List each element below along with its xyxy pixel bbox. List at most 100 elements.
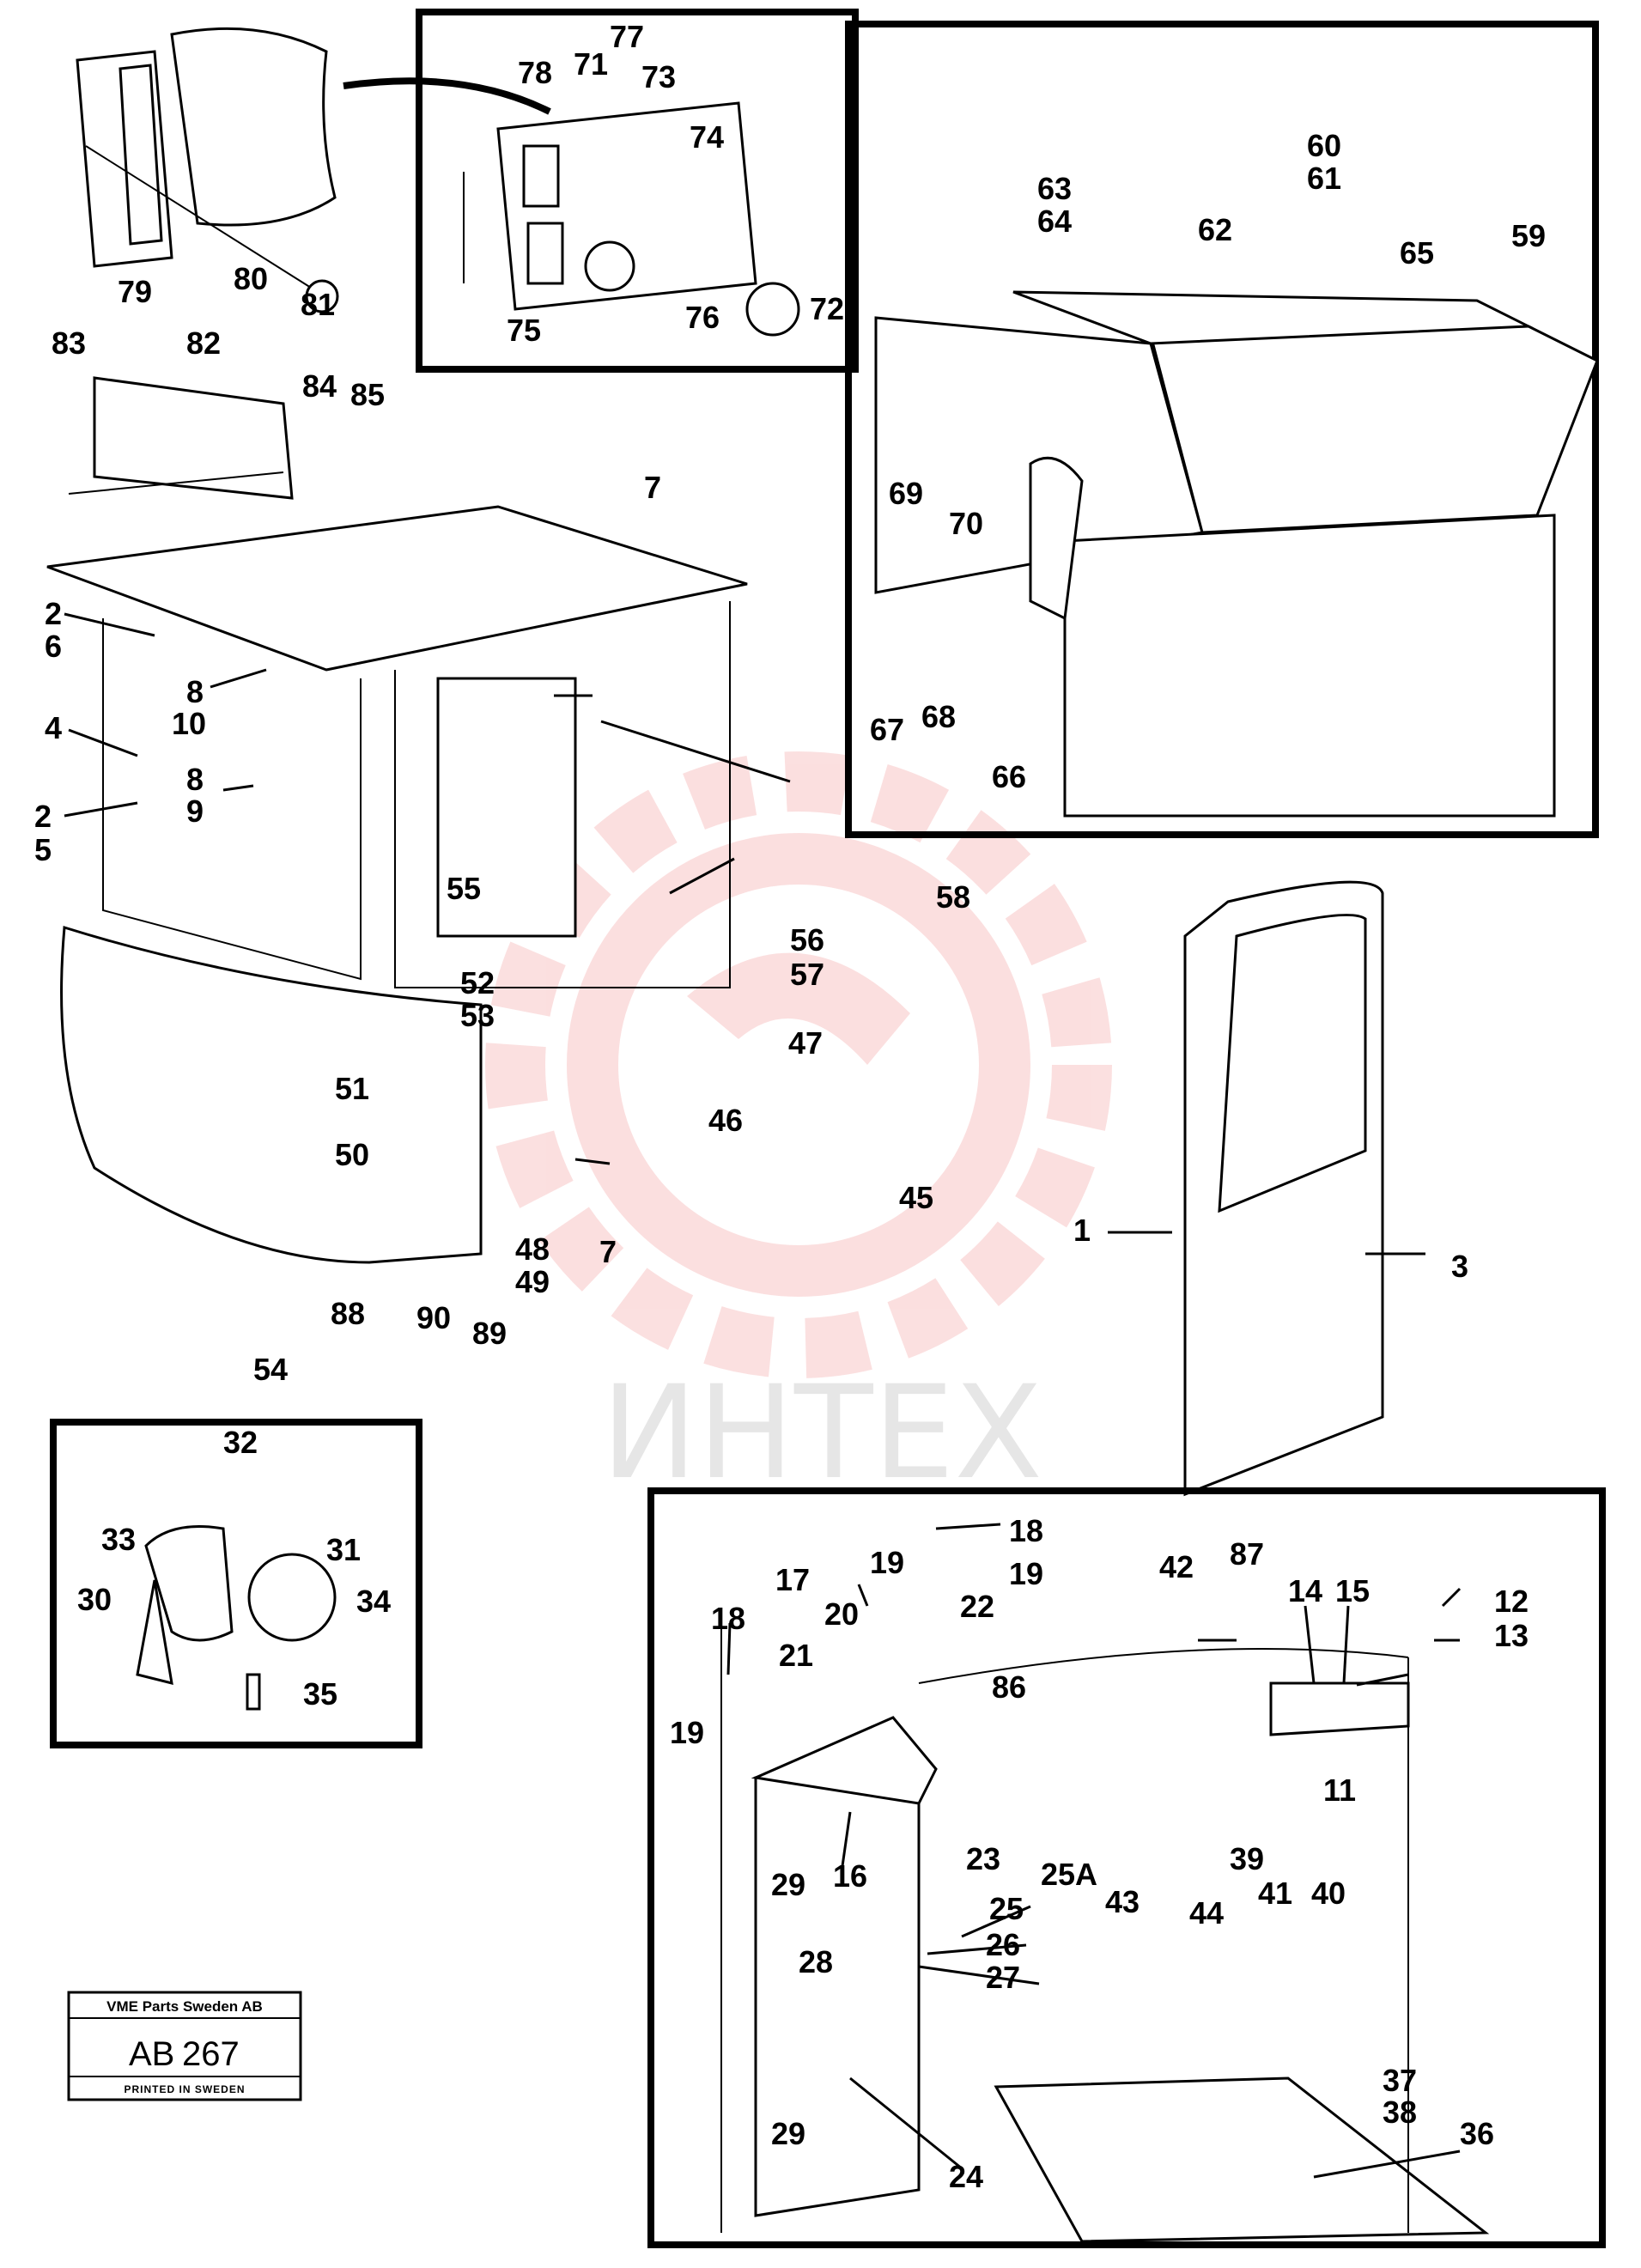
callout-22: 22	[960, 1589, 994, 1624]
callout-39: 39	[1230, 1841, 1264, 1876]
battery-housing	[874, 290, 1599, 818]
detail-box-bracket	[416, 9, 859, 373]
callout-35: 35	[303, 1676, 337, 1712]
callout-28: 28	[799, 1944, 833, 1979]
callout-57: 57	[790, 957, 824, 992]
interior-panels	[720, 1614, 1490, 2243]
callout-41: 41	[1258, 1876, 1292, 1911]
callout-70: 70	[949, 506, 983, 541]
callout-5: 5	[34, 832, 52, 867]
callout-31: 31	[326, 1532, 361, 1567]
callout-83: 83	[52, 325, 86, 361]
id-plate: VME Parts Sweden AB AB 267 PRINTED IN SW…	[67, 1991, 302, 2101]
callout-25: 25	[989, 1891, 1024, 1926]
detail-door-post	[76, 27, 551, 313]
callout-90: 90	[416, 1300, 451, 1335]
latch-assembly	[136, 1525, 337, 1711]
callout-73: 73	[641, 59, 676, 94]
callout-32: 32	[223, 1425, 258, 1460]
callout-18b: 18	[711, 1601, 745, 1636]
callout-labels: 1 2 6 3 4 2 5 7 7 8 10 8 9 11 12 13 14 1…	[34, 19, 1546, 2194]
callout-71: 71	[574, 46, 608, 82]
plate-company-name: VME Parts Sweden AB	[106, 1998, 263, 2015]
callout-13: 13	[1494, 1618, 1529, 1653]
callout-33: 33	[101, 1522, 136, 1557]
callout-36: 36	[1460, 2116, 1494, 2151]
callout-15: 15	[1335, 1573, 1370, 1608]
plate-footer: PRINTED IN SWEDEN	[124, 2083, 245, 2095]
callout-27: 27	[986, 1960, 1020, 1995]
plate-code-number: 267	[182, 2035, 240, 2073]
callout-68: 68	[921, 699, 956, 734]
callout-12: 12	[1494, 1584, 1529, 1619]
callout-74: 74	[690, 119, 724, 155]
callout-16: 16	[833, 1858, 867, 1894]
callout-65: 65	[1400, 235, 1434, 271]
callout-19a: 19	[870, 1545, 904, 1580]
callout-51: 51	[335, 1071, 369, 1106]
watermark-ring	[567, 833, 1030, 1297]
bracket-plate	[463, 101, 800, 337]
callout-20: 20	[824, 1596, 859, 1632]
watermark-arc	[687, 952, 910, 1065]
callout-47: 47	[788, 1025, 823, 1061]
callout-23: 23	[966, 1841, 1000, 1876]
callout-48: 48	[515, 1231, 550, 1267]
detail-box-latch	[50, 1419, 422, 1748]
callout-8b: 8	[186, 762, 204, 797]
callout-3: 3	[1451, 1249, 1468, 1284]
callout-79: 79	[118, 274, 152, 309]
detail-box-battery	[845, 21, 1599, 838]
callout-25a: 25A	[1041, 1857, 1097, 1892]
callout-9: 9	[186, 793, 204, 829]
callout-59: 59	[1511, 218, 1546, 253]
callout-88: 88	[331, 1296, 365, 1331]
cab-body	[46, 505, 748, 1264]
callout-81: 81	[301, 287, 335, 322]
callout-1: 1	[1073, 1213, 1091, 1248]
callout-84: 84	[302, 368, 337, 404]
callout-34: 34	[356, 1584, 391, 1619]
callout-82: 82	[186, 325, 221, 361]
callout-8a: 8	[186, 674, 204, 709]
callout-50: 50	[335, 1137, 369, 1172]
callout-52: 52	[460, 965, 495, 1000]
callout-18a: 18	[1009, 1513, 1043, 1548]
callout-67: 67	[870, 712, 904, 747]
callout-38: 38	[1383, 2095, 1417, 2130]
callout-66: 66	[992, 759, 1026, 794]
plate-code-prefix: AB	[129, 2035, 174, 2073]
callout-37: 37	[1383, 2063, 1417, 2098]
callout-75: 75	[507, 313, 541, 348]
callout-86: 86	[992, 1669, 1026, 1705]
callout-19c: 19	[670, 1715, 704, 1750]
callout-46: 46	[708, 1103, 743, 1138]
callout-6: 6	[45, 629, 62, 664]
watermark-gear-icon	[485, 751, 1112, 1378]
plate-with-bolts	[68, 376, 294, 500]
callout-60: 60	[1307, 128, 1341, 163]
callout-64: 64	[1037, 204, 1072, 239]
callout-45: 45	[899, 1180, 933, 1215]
callout-78: 78	[518, 55, 552, 90]
callout-7a: 7	[644, 470, 661, 505]
callout-29b: 29	[771, 2116, 805, 2151]
callout-61: 61	[1307, 161, 1341, 196]
leader-lines	[64, 612, 1462, 2179]
callout-24: 24	[949, 2159, 983, 2194]
callout-42: 42	[1159, 1549, 1194, 1584]
callout-77: 77	[610, 19, 644, 54]
callout-55: 55	[447, 871, 481, 906]
callout-53: 53	[460, 998, 495, 1033]
callout-29a: 29	[771, 1867, 805, 1902]
callout-17: 17	[775, 1562, 810, 1597]
callout-63: 63	[1037, 171, 1072, 206]
callout-54: 54	[253, 1352, 288, 1387]
callout-10: 10	[172, 706, 206, 741]
callout-85: 85	[350, 377, 385, 412]
callout-56: 56	[790, 922, 824, 958]
detail-box-interior	[647, 1487, 1606, 2248]
watermark-text: ИНТЕХ	[601, 1359, 1042, 1508]
callout-30: 30	[77, 1582, 112, 1617]
callout-89: 89	[472, 1316, 507, 1351]
